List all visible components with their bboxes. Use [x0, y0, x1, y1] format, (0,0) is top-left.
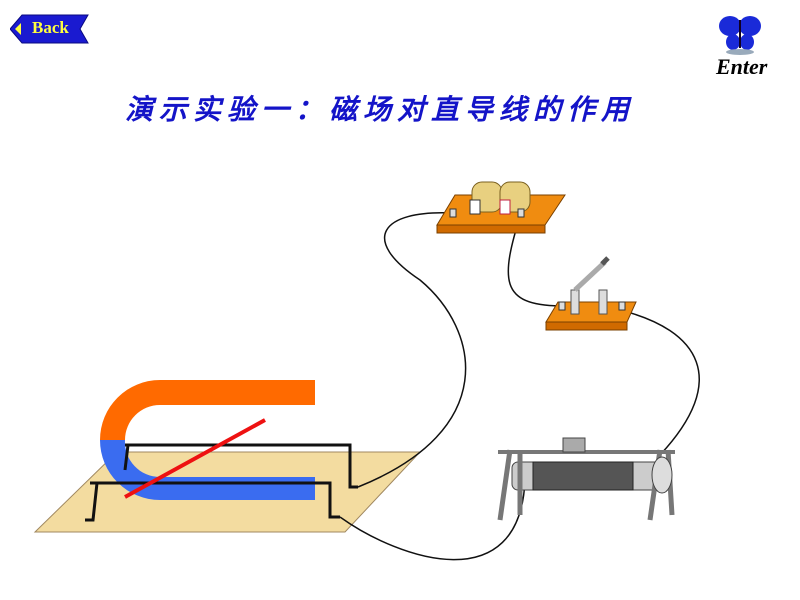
- enter-button[interactable]: Enter: [712, 12, 782, 80]
- rails: [85, 443, 358, 522]
- wooden-board: [33, 451, 422, 533]
- battery-box: [436, 181, 566, 234]
- back-arrow-icon: [9, 14, 89, 44]
- slide-title: 演示实验一：磁场对直导线的作用: [124, 93, 635, 126]
- butterfly-icon: [719, 16, 761, 55]
- knife-switch: [545, 256, 637, 331]
- back-label: Back: [32, 18, 69, 37]
- horseshoe-magnet: [100, 380, 315, 500]
- copper-rod: [124, 418, 266, 499]
- enter-label: Enter: [716, 54, 768, 79]
- back-button[interactable]: Back: [9, 14, 90, 44]
- wires: [339, 212, 700, 561]
- rheostat: [497, 437, 675, 521]
